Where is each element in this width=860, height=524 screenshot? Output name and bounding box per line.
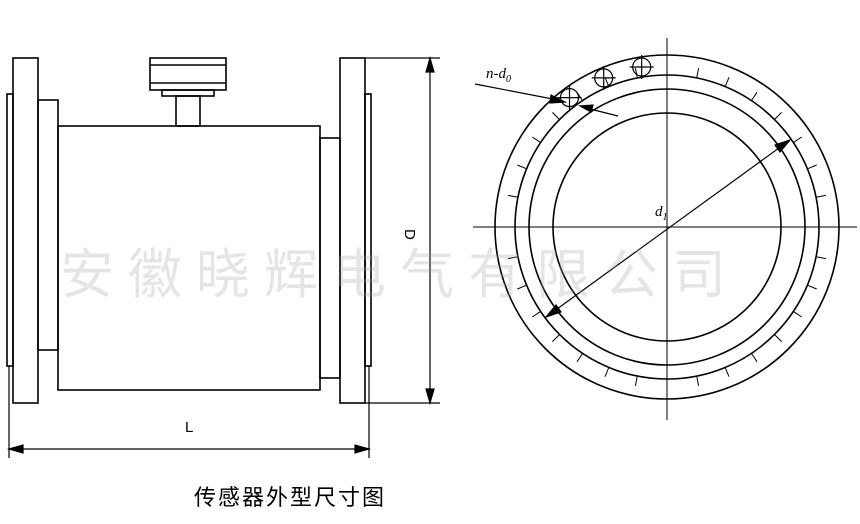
converter-collar [161, 89, 215, 97]
left-flange-raised-face [6, 93, 14, 367]
scale-tick [634, 376, 638, 386]
scale-tick [517, 164, 527, 170]
right-flange-neck [319, 137, 341, 379]
diameter-label: D [401, 229, 418, 240]
scale-tick [807, 164, 817, 170]
flange-outer-circle [494, 54, 840, 400]
scale-tick [774, 112, 782, 120]
length-label: L [185, 419, 193, 436]
left-flange-neck [37, 99, 59, 351]
scale-tick [724, 77, 730, 87]
scale-tick [774, 334, 782, 342]
scale-tick [793, 310, 802, 318]
scale-tick [634, 68, 638, 78]
scale-tick [508, 194, 518, 198]
scale-tick [696, 68, 700, 78]
scale-tick [576, 353, 584, 362]
scale-tick [696, 376, 700, 386]
drawing-caption: 传感器外型尺寸图 [193, 486, 386, 511]
diameter-dimension [365, 55, 440, 406]
sensor-body [57, 125, 321, 391]
scale-tick [816, 256, 826, 260]
scale-tick [807, 284, 817, 290]
scale-tick [816, 194, 826, 198]
scale-tick [552, 112, 560, 120]
scale-tick [508, 256, 518, 260]
scale-tick [532, 310, 541, 318]
right-flange [339, 57, 366, 404]
scale-ticks [505, 65, 829, 389]
converter-head [149, 57, 227, 91]
raised-face-circle [528, 88, 806, 366]
bolt-circle-label: d1 [655, 204, 668, 223]
bolt-holes-label: n-d0 [486, 66, 511, 85]
scale-tick [750, 353, 758, 362]
scale-tick [552, 334, 560, 342]
bolt-holes [557, 54, 654, 110]
scale-tick [604, 367, 610, 377]
bolt-circle-dimension [544, 138, 792, 319]
length-dimension [6, 366, 372, 458]
scale-tick [517, 284, 527, 290]
bolt-hole-leader [474, 83, 619, 117]
scale-tick [793, 136, 802, 144]
left-flange [12, 57, 39, 404]
scale-tick [724, 367, 730, 377]
scale-tick [532, 136, 541, 144]
right-flange-raised-face [364, 93, 372, 367]
bore-circle [552, 112, 782, 342]
converter-neck [175, 95, 201, 127]
scale-tick [750, 92, 758, 101]
side-view [6, 57, 372, 404]
